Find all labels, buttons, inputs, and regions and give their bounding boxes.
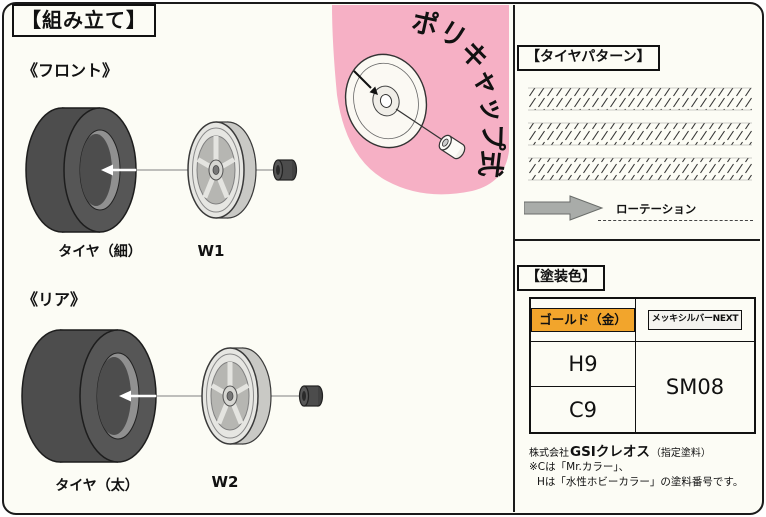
paint-note-line1: ※Cは「Mr.カラー」、: [529, 461, 630, 473]
tread-band-1: [528, 87, 752, 111]
vertical-divider: [513, 5, 515, 512]
front-wheel-illustration: [187, 121, 257, 219]
rotation-label: ローテーション: [616, 202, 697, 216]
rear-tire-illustration: [21, 329, 157, 463]
tire-pattern-title: 【タイヤパターン】: [517, 45, 660, 71]
front-tire-illustration: [25, 107, 137, 233]
rear-polycap-part: [298, 385, 324, 407]
tread-band-3: [528, 157, 752, 181]
rear-wheel-illustration: [201, 347, 272, 445]
rear-assembly-diagram: [21, 329, 324, 463]
paint-maker-line: 株式会社 GSIクレオス （指定塗料）: [529, 440, 711, 460]
paint-code-c9: C9: [531, 387, 636, 432]
rear-section-label: 《リア》: [22, 290, 87, 309]
paint-color-table: ゴールド（金） メッキシルバーNEXT H9 SM08 C9: [529, 297, 756, 434]
paint-code-sm08: SM08: [665, 375, 725, 399]
rear-wheel-label: W2: [211, 473, 239, 491]
front-polycap-part: [272, 159, 298, 181]
paint-color-title: 【塗装色】: [517, 265, 605, 291]
tire-tread-pattern: [528, 87, 752, 181]
polycap-insert-arrow-icon: [353, 70, 378, 95]
maker-prefix: 株式会社: [529, 448, 569, 459]
maker-name: GSIクレオス: [570, 444, 650, 460]
paint-note-line2: Hは「水性ホビーカラー」の塗料番号です。: [537, 476, 744, 488]
silver-paint-chip: メッキシルバーNEXT: [647, 310, 743, 330]
front-wheel-label: W1: [197, 242, 225, 260]
gold-header-cell: ゴールド（金）: [531, 299, 636, 342]
rear-assembly-arrow-icon: [119, 390, 156, 402]
maker-suffix: （指定塗料）: [650, 448, 711, 459]
front-assembly-arrow-icon: [101, 164, 136, 176]
assembly-title: 【組み立て】: [12, 4, 156, 37]
rotation-underline: [598, 220, 753, 221]
polycap-cap-illustration: [438, 134, 466, 160]
rotation-arrow-icon: [524, 195, 604, 221]
polycap-wheel-illustration: [344, 53, 428, 149]
gold-paint-chip: ゴールド（金）: [531, 308, 635, 332]
rear-tire-label: タイヤ（太）: [55, 478, 139, 494]
tread-band-2: [528, 122, 752, 146]
polycap-callout: ポリキャップ式: [332, 5, 509, 195]
front-tire-label: タイヤ（細）: [58, 244, 142, 260]
paint-code-h9: H9: [531, 342, 636, 387]
silver-header-cell: メッキシルバーNEXT: [636, 299, 754, 342]
front-assembly-diagram: [25, 107, 298, 233]
polycap-axis-line: [395, 108, 445, 142]
front-section-label: 《フロント》: [22, 61, 119, 80]
horizontal-divider: [514, 239, 760, 241]
